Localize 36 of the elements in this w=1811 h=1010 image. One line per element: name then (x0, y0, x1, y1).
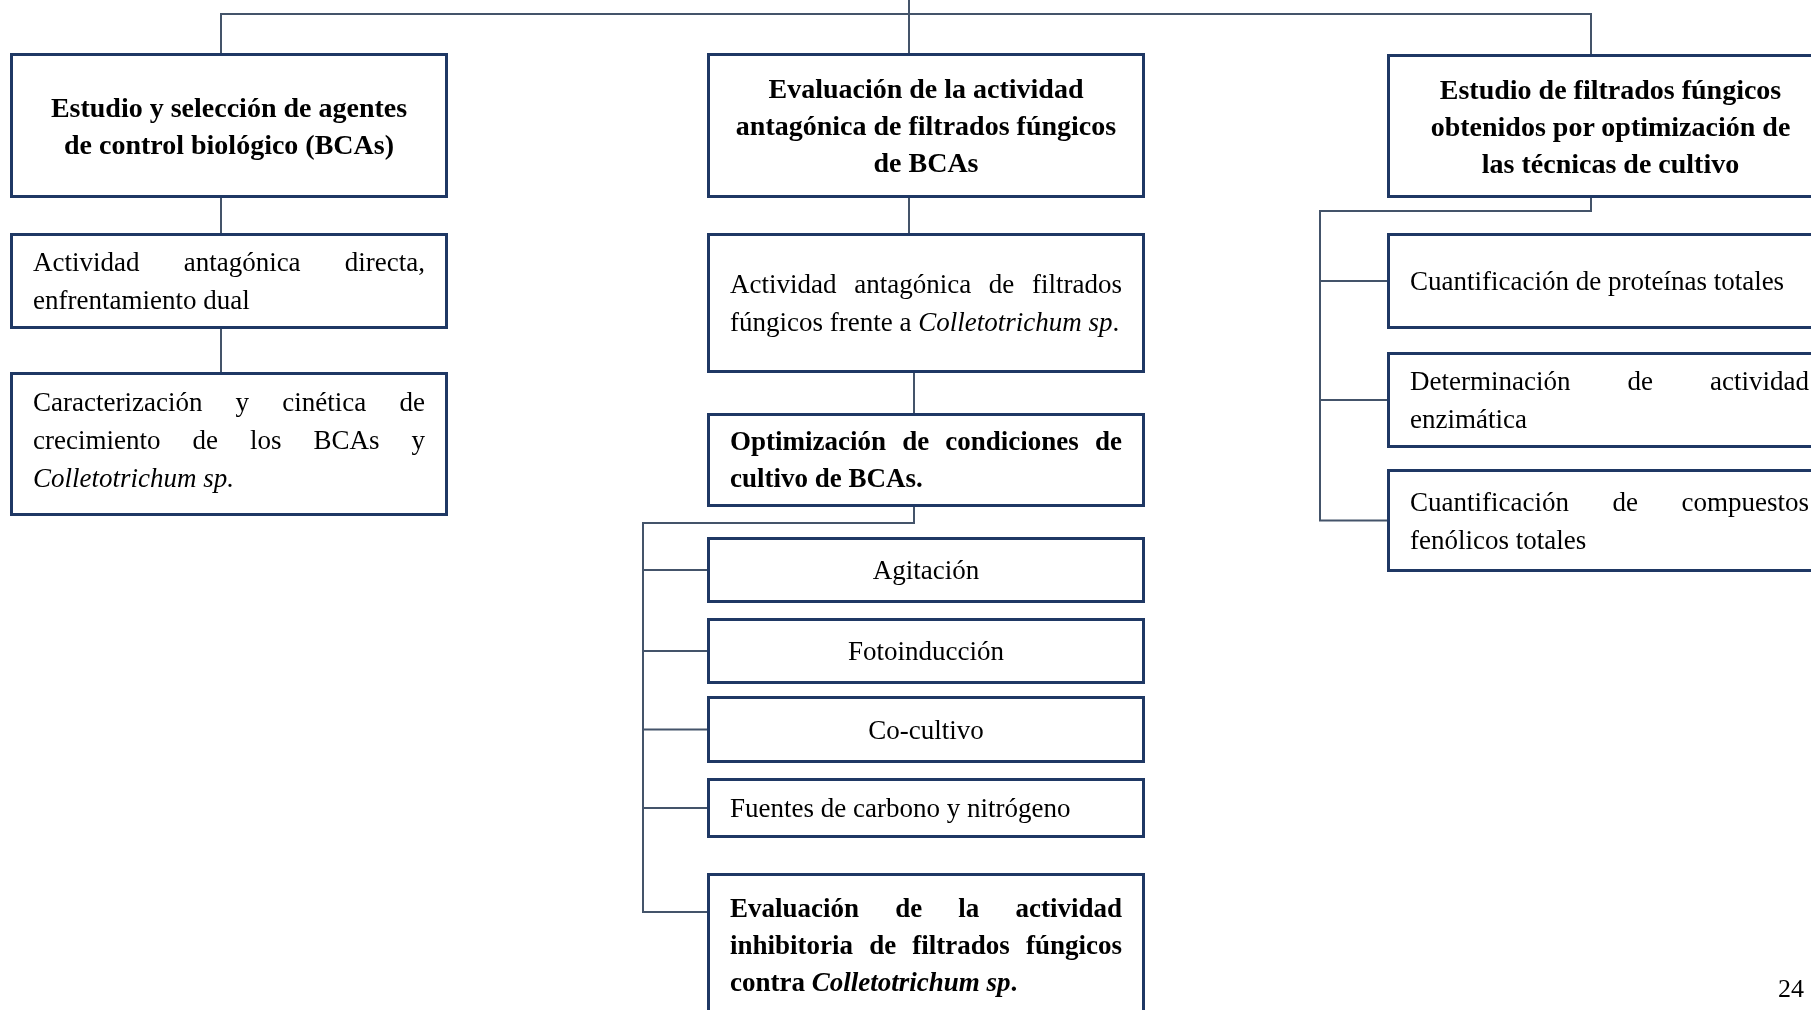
process-box (707, 537, 1145, 603)
box-text: Fotoinducción (847, 635, 1005, 668)
box-text: Determinación de actividad enzimática (1410, 365, 1809, 436)
process-box (1387, 352, 1811, 448)
process-box (707, 53, 1145, 198)
box-text: Actividad antagónica directa, enfrentamiento dual (33, 246, 425, 317)
box-text: Fuentes de carbono y nitrógeno (730, 792, 1072, 825)
box-text: Co-cultivo (867, 713, 985, 747)
connector-line (908, 0, 1592, 55)
box-text: Evaluación de la actividad inhibitoria de filtrados fúngicos contra Colletotrichum sp. (730, 892, 1122, 999)
process-box (707, 233, 1145, 373)
connector-line (913, 372, 915, 414)
box-text: Cuantificación de proteínas totales (1410, 265, 1786, 298)
process-box (707, 413, 1145, 507)
process-box (707, 778, 1145, 838)
process-box (10, 233, 448, 329)
box-text: Estudio de filtrados fúngicos obtenidos por optimización de las técnicas de cultivo (1429, 72, 1792, 181)
connector-line (220, 328, 222, 373)
box-text: Cuantificación de compuestos fenólicos totales (1410, 485, 1809, 557)
process-box (707, 696, 1145, 763)
box-text: Evaluación de la actividad antagónica de filtrados fúngicos de BCAs (734, 72, 1118, 180)
connector-line (220, 197, 222, 234)
box-text: Agitación (871, 554, 981, 587)
box-text: Actividad antagónica de filtrados fúngicos frente a Colletotrichum sp. (730, 268, 1122, 339)
box-text: Caracterización y cinética de crecimiento de los BCAs y Colletotrichum sp. (33, 386, 425, 495)
process-box (10, 372, 448, 516)
process-box (1387, 233, 1811, 329)
process-box (1387, 54, 1811, 198)
process-box (707, 618, 1145, 684)
process-box (1387, 469, 1811, 572)
page-number: 24 (1778, 974, 1804, 1004)
connector-line (908, 197, 910, 234)
box-text: Optimización de condiciones de cultivo de BCAs. (730, 425, 1122, 495)
box-text: Estudio y selección de agentes de control biológico (BCAs) (49, 90, 409, 162)
process-box (707, 873, 1145, 1010)
process-box (10, 53, 448, 198)
